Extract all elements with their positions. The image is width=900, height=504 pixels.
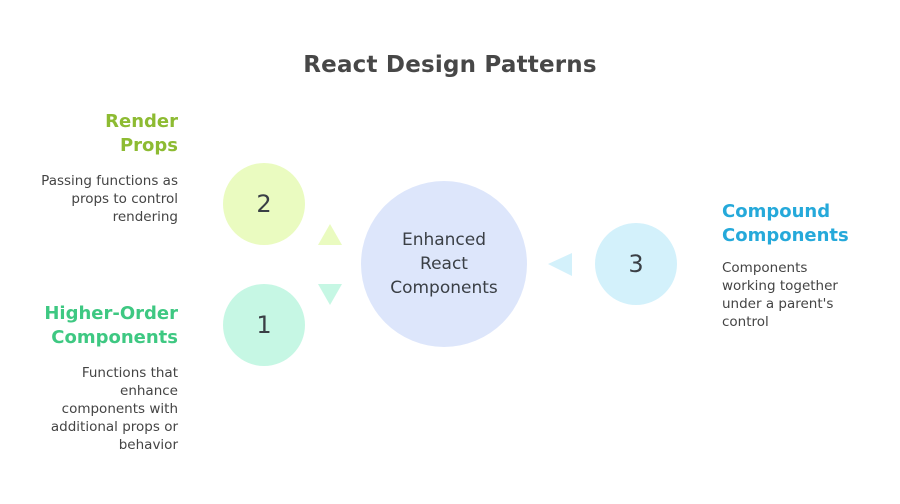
heading-hoc: Higher-Order Components <box>44 303 178 348</box>
diagram-title: React Design Patterns <box>303 52 597 78</box>
heading-render-props: Render Props <box>105 111 178 156</box>
arrow-left-compound <box>548 253 572 276</box>
arrow-down-hoc <box>318 284 342 305</box>
number-3: 3 <box>628 250 644 278</box>
desc-render-props: Passing functions as props to control re… <box>41 173 178 225</box>
center-circle: Enhanced React Components <box>361 181 527 347</box>
heading-compound: Compound Components <box>722 201 849 246</box>
number-2: 2 <box>256 190 272 218</box>
circle-hoc: 1 <box>223 284 305 366</box>
circle-compound: 3 <box>595 223 677 305</box>
desc-hoc: Functions that enhance components with a… <box>50 365 178 453</box>
arrow-up-render-props <box>318 224 342 245</box>
circle-render-props: 2 <box>223 163 305 245</box>
center-label: Enhanced React Components <box>390 230 498 298</box>
desc-compound: Components working together under a pare… <box>722 260 838 330</box>
number-1: 1 <box>256 311 272 339</box>
